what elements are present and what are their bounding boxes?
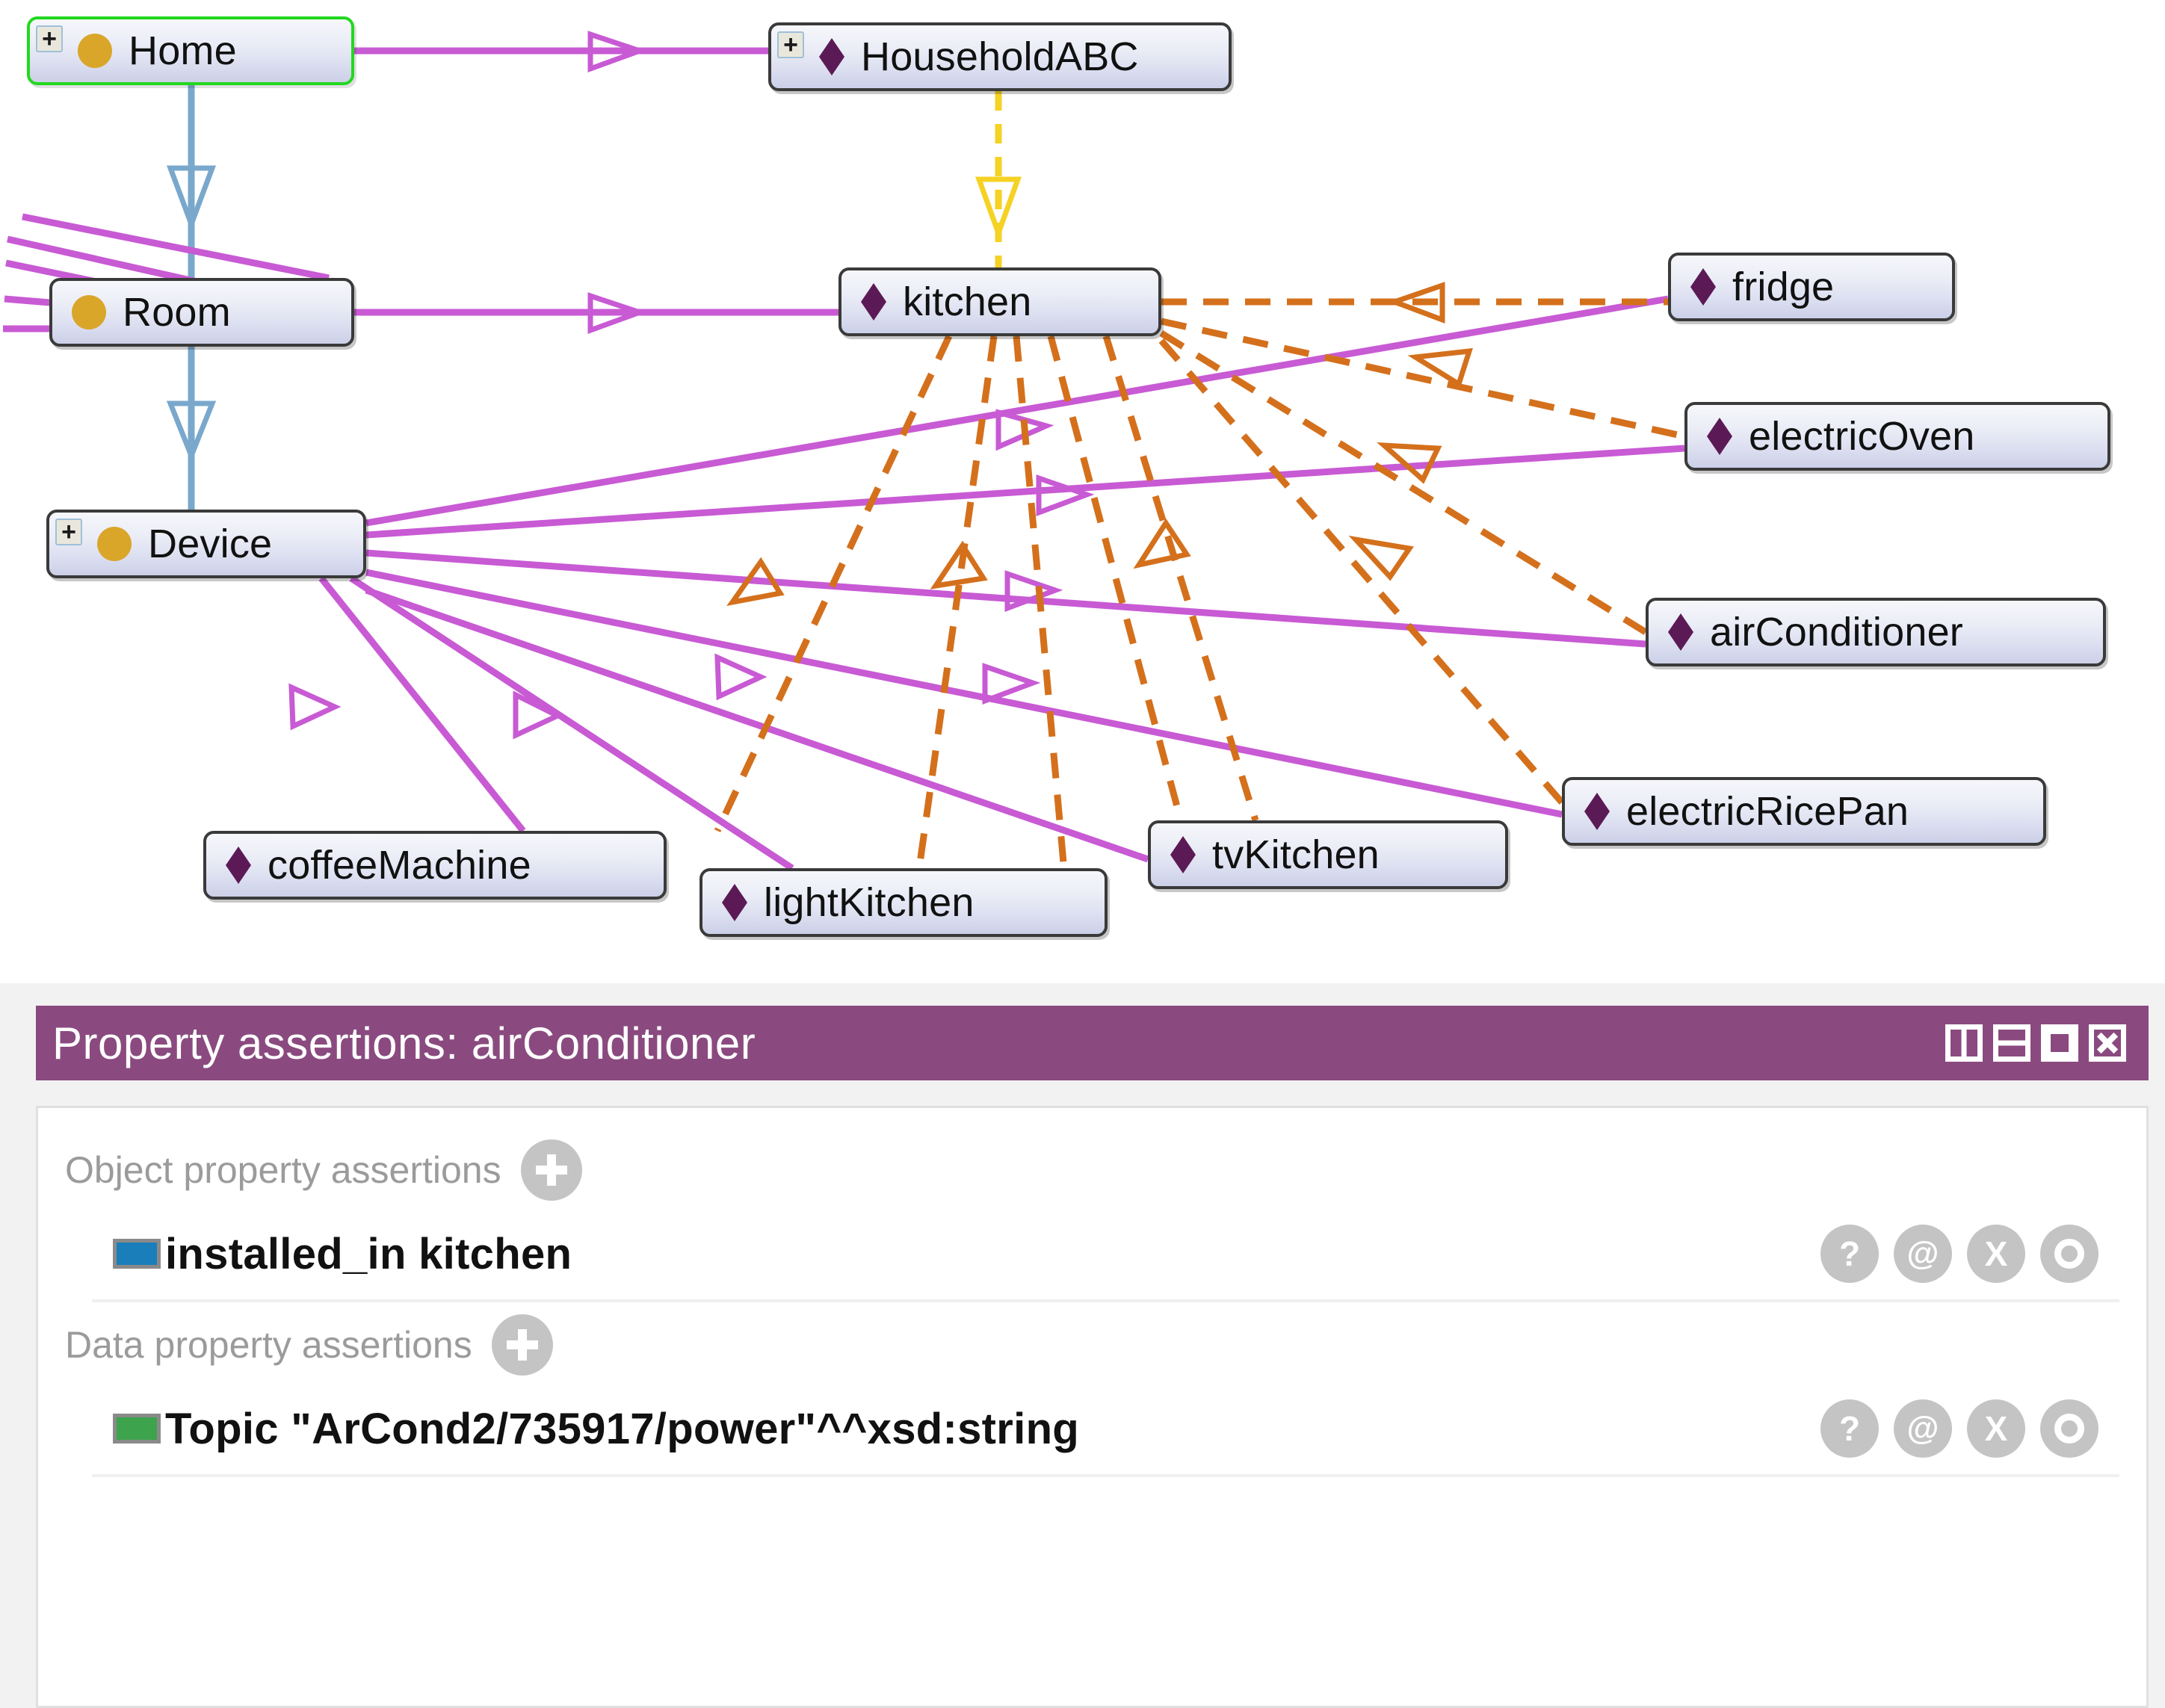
type-edge-household	[975, 91, 1022, 267]
explain-button[interactable]: ?	[1820, 1399, 1879, 1458]
graph-node-kitchen[interactable]: kitchen	[838, 267, 1161, 336]
graph-edge-layer	[3, 31, 1685, 872]
graph-node-coffeemachine[interactable]: coffeeMachine	[203, 831, 667, 900]
ontograf-canvas[interactable]: + Home + HouseholdABC Room kitchen fridge elect…	[0, 0, 2165, 979]
graph-node-label: fridge	[1732, 264, 1835, 309]
graph-node-device[interactable]: + Device	[46, 510, 366, 578]
add-data-assertion-button[interactable]	[491, 1314, 553, 1376]
delete-button[interactable]: X	[1967, 1225, 2025, 1283]
panel-window-buttons	[1945, 1024, 2137, 1062]
assertion-text: Topic "ArCond2/735917/power"^^xsd:string	[165, 1404, 1080, 1453]
graph-node-home[interactable]: + Home	[27, 16, 354, 85]
individual-diamond-icon	[1707, 418, 1732, 455]
graph-node-label: airConditioner	[1710, 610, 1963, 655]
property-assertions-panel: Property assertions: airConditioner Obje…	[0, 979, 2165, 1708]
graph-node-label: electricRicePan	[1626, 789, 1909, 834]
graph-node-label: Home	[129, 28, 237, 73]
graph-node-householdabc[interactable]: + HouseholdABC	[768, 22, 1232, 91]
delete-button[interactable]: X	[1967, 1399, 2025, 1458]
object-property-icon	[113, 1239, 161, 1269]
graph-node-label: tvKitchen	[1212, 832, 1380, 877]
expand-icon[interactable]: +	[55, 519, 82, 545]
subclass-arrowheads	[166, 165, 217, 463]
data-property-icon	[113, 1414, 161, 1444]
instance-edges	[714, 298, 1685, 872]
section-header-data: Data property assertions	[38, 1302, 2146, 1386]
individual-diamond-icon	[1690, 268, 1716, 306]
class-circle-icon	[97, 527, 132, 561]
instance-arrowheads	[726, 282, 1473, 607]
graph-node-label: electricOven	[1749, 414, 1975, 459]
annotation-button[interactable]: @	[1894, 1399, 1952, 1458]
graph-node-label: kitchen	[903, 279, 1032, 324]
individual-diamond-icon	[861, 283, 886, 321]
individual-diamond-icon	[1584, 793, 1610, 830]
panel-inner: Property assertions: airConditioner Obje…	[36, 1006, 2149, 1708]
section-label: Object property assertions	[65, 1149, 501, 1191]
split-horizontal-icon[interactable]	[1993, 1024, 2030, 1062]
expand-icon[interactable]: +	[36, 25, 63, 52]
panel-body: Object property assertions installed_in k…	[36, 1106, 2149, 1708]
graph-node-label: Device	[148, 522, 273, 566]
graph-node-label: lightKitchen	[764, 880, 975, 925]
assertion-row[interactable]: Topic "ArCond2/735917/power"^^xsd:string…	[92, 1393, 2119, 1477]
split-vertical-icon[interactable]	[1945, 1024, 1983, 1062]
individual-diamond-icon	[226, 847, 251, 884]
annotation-button[interactable]: @	[1894, 1225, 1952, 1283]
row-actions: ? @ X	[1820, 1225, 2098, 1283]
object-property-arrowheads	[288, 31, 1095, 740]
panel-header: Property assertions: airConditioner	[36, 1006, 2149, 1080]
edit-button[interactable]	[2040, 1225, 2098, 1283]
individual-diamond-icon	[722, 884, 747, 921]
graph-node-label: Room	[123, 290, 231, 335]
individual-diamond-icon	[1170, 836, 1196, 873]
explain-button[interactable]: ?	[1820, 1225, 1879, 1283]
maximize-icon[interactable]	[2041, 1024, 2078, 1062]
section-header-object: Object property assertions	[38, 1127, 2146, 1211]
panel-title: Property assertions: airConditioner	[52, 1018, 756, 1068]
add-object-assertion-button[interactable]	[520, 1139, 582, 1201]
graph-node-label: coffeeMachine	[268, 843, 531, 888]
individual-diamond-icon	[819, 38, 844, 75]
expand-icon[interactable]: +	[777, 31, 804, 58]
circle-icon	[2054, 1414, 2084, 1444]
assertion-row[interactable]: installed_in kitchen? @ X	[92, 1219, 2119, 1302]
class-circle-icon	[72, 295, 106, 329]
circle-icon	[2054, 1239, 2084, 1269]
graph-node-electricoven[interactable]: electricOven	[1684, 402, 2110, 471]
graph-node-electricricepan[interactable]: electricRicePan	[1562, 777, 2046, 846]
graph-node-lightkitchen[interactable]: lightKitchen	[699, 868, 1108, 937]
graph-node-room[interactable]: Room	[49, 278, 354, 347]
close-icon[interactable]	[2089, 1024, 2126, 1062]
section-label: Data property assertions	[65, 1324, 472, 1366]
graph-node-label: HouseholdABC	[861, 34, 1139, 79]
row-actions: ? @ X	[1820, 1399, 2098, 1458]
individual-diamond-icon	[1668, 613, 1693, 651]
assertion-text: installed_in kitchen	[165, 1229, 572, 1278]
graph-node-tvkitchen[interactable]: tvKitchen	[1148, 820, 1508, 889]
class-circle-icon	[78, 34, 112, 68]
assertion-sections: Object property assertions installed_in k…	[38, 1127, 2146, 1477]
edit-button[interactable]	[2040, 1399, 2098, 1458]
graph-node-airconditioner[interactable]: airConditioner	[1646, 598, 2106, 666]
graph-node-fridge[interactable]: fridge	[1668, 253, 1955, 321]
